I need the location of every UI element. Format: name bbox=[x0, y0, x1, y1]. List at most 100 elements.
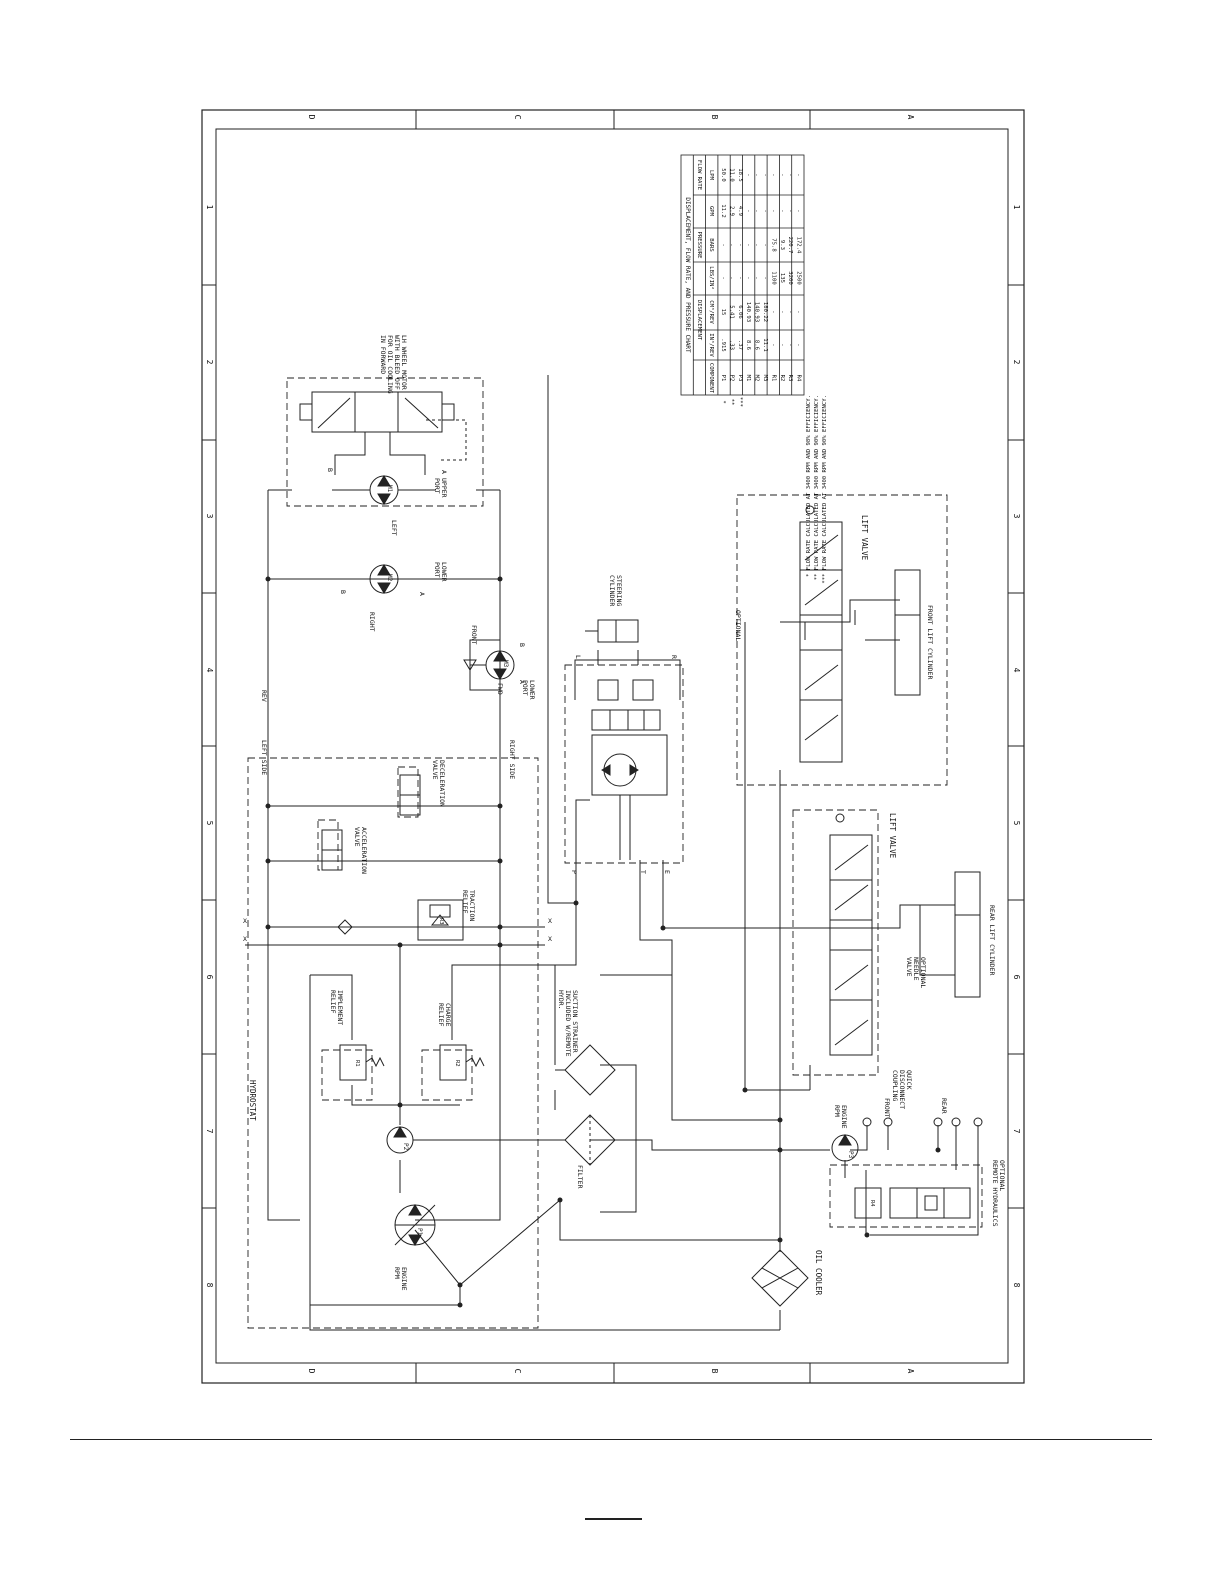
p3-label: P3 bbox=[847, 1151, 854, 1159]
steering-cylinder-label: CYLINDER bbox=[608, 575, 616, 606]
chart-cell: - bbox=[762, 276, 768, 279]
displacement-chart-text: DISPLACEMENT, FLOW RATE, AND PRESSURE CH… bbox=[684, 160, 828, 584]
zone-letter: D bbox=[307, 115, 316, 120]
chart-cell: 180.22 bbox=[762, 302, 768, 322]
optional-needle-valve-label: VALVE bbox=[905, 957, 913, 977]
chart-cell: .37 bbox=[737, 340, 743, 350]
left-side-label: LEFT SIDE bbox=[260, 740, 268, 775]
chart-cell: 75.8 bbox=[770, 238, 776, 252]
x-marker: X bbox=[243, 935, 247, 943]
zone-number: 3 bbox=[205, 514, 214, 519]
deceleration-valve-label: DECELERATION bbox=[438, 760, 446, 807]
displacement-chart bbox=[680, 154, 805, 396]
drawing-frame bbox=[201, 109, 1025, 1384]
deceleration-valve-label: VALVE bbox=[431, 760, 439, 780]
implement-relief-r1 bbox=[339, 1044, 385, 1081]
chart-cell: - bbox=[754, 243, 760, 246]
footer-rule bbox=[70, 1439, 1152, 1440]
suction-strainer-label: HYDR. bbox=[557, 990, 565, 1010]
m1-label: M1 bbox=[386, 485, 393, 493]
chart-cell: .915 bbox=[720, 338, 726, 351]
implement-relief-label: IMPLEMENT bbox=[336, 990, 344, 1025]
chart-footnote: *** FLOW RATE CALCULATED AT 3400 RPM AND… bbox=[822, 395, 828, 584]
implement-relief-label: RELIEF bbox=[329, 990, 337, 1014]
charge-relief-label: CHARGE bbox=[444, 1003, 452, 1027]
zone-number: 4 bbox=[205, 668, 214, 673]
chart-cell: - bbox=[720, 276, 726, 279]
motor-m1 bbox=[332, 475, 436, 505]
x-marker: X bbox=[243, 917, 247, 925]
p2-label: P2 bbox=[402, 1143, 409, 1151]
chart-column-header: GPM bbox=[708, 206, 714, 217]
zone-number: 5 bbox=[1012, 821, 1021, 826]
chart-title: DISPLACEMENT, FLOW RATE, AND PRESSURE CH… bbox=[684, 197, 691, 353]
steering-port-r: R bbox=[670, 655, 678, 659]
wheel-motor-note: WITH BLEED OFF bbox=[393, 335, 401, 390]
zone-letter: D bbox=[307, 1369, 316, 1374]
traction-relief bbox=[337, 899, 464, 941]
port-a: A bbox=[518, 680, 526, 684]
wheel-motor-valve bbox=[299, 391, 467, 475]
chart-cell: - bbox=[779, 310, 785, 313]
chart-cell: - bbox=[796, 173, 802, 176]
engine-rpm-label: RPM bbox=[393, 1267, 401, 1279]
zone-number: 2 bbox=[1012, 360, 1021, 365]
chart-cell: - bbox=[796, 343, 802, 346]
chart-cell: 2.9 bbox=[728, 206, 734, 216]
zone-number: 1 bbox=[205, 205, 214, 210]
optional-needle-valve-label: NEEDLE bbox=[912, 957, 920, 981]
port-b: B bbox=[518, 643, 526, 647]
traction-relief-label: RELIEF bbox=[461, 890, 469, 914]
chart-cell: - bbox=[745, 173, 751, 176]
filter-label: FILTER bbox=[576, 1165, 584, 1189]
remote-valve-r4 bbox=[854, 1187, 971, 1219]
r2-label: R2 bbox=[454, 1060, 460, 1067]
chart-cell: - bbox=[779, 209, 785, 212]
pump-p2 bbox=[386, 1126, 414, 1154]
chart-cell: P2 bbox=[728, 375, 734, 382]
chart-cell: - bbox=[762, 209, 768, 212]
optional-label: OPTIONAL bbox=[734, 610, 742, 641]
chart-cell: - bbox=[787, 310, 793, 313]
rear-remote-label: REAR bbox=[940, 1098, 948, 1114]
chart-cell: 11.0 bbox=[728, 168, 734, 181]
engine-rpm-label: RPM bbox=[833, 1105, 841, 1117]
engine-rpm-label: ENGINE bbox=[840, 1105, 848, 1129]
m2-label: M2 bbox=[386, 574, 393, 582]
zone-number: 5 bbox=[205, 821, 214, 826]
lower-port-label: PORT bbox=[521, 680, 529, 696]
suction-strainer-label: SUCTION STRAINER bbox=[571, 990, 579, 1053]
front-label: FRONT bbox=[470, 625, 478, 645]
p1-label: P1 bbox=[416, 1228, 423, 1236]
motor-m2 bbox=[369, 564, 399, 594]
lower-port-label: LOWER bbox=[528, 680, 536, 700]
chart-group-header: DISPLACEMENT bbox=[696, 300, 702, 341]
wheel-motor-note: LH WHEEL MOTOR bbox=[400, 335, 408, 390]
optional-needle-valve-label: OPTIONAL bbox=[919, 957, 927, 988]
zone-number: 6 bbox=[205, 975, 214, 980]
chart-cell: M1 bbox=[745, 375, 751, 382]
motor-m3 bbox=[463, 639, 515, 691]
rev-label: REV bbox=[260, 690, 268, 702]
rear-lift-cylinder-label: REAR LIFT CYLINDER bbox=[988, 905, 996, 976]
chart-cell: - bbox=[779, 173, 785, 176]
charge-relief-label: RELIEF bbox=[437, 1003, 445, 1027]
steering-port-t: T bbox=[639, 870, 647, 874]
chart-cell: 50.0 bbox=[720, 168, 726, 181]
chart-cell: 15 bbox=[720, 309, 726, 316]
chart-cell: 2500 bbox=[796, 271, 802, 284]
quick-disconnect-label: DISCONNECT bbox=[898, 1070, 906, 1109]
chart-cell: - bbox=[770, 310, 776, 313]
port-b: B bbox=[339, 590, 347, 594]
wheel-motor-note: FOR OIL COOLING bbox=[386, 335, 394, 394]
chart-cell: - bbox=[754, 209, 760, 212]
charge-relief-r2 bbox=[439, 1044, 485, 1081]
chart-column-header: LBS/IN² bbox=[708, 266, 715, 290]
chart-cell: - bbox=[754, 276, 760, 279]
chart-cell: - bbox=[770, 173, 776, 176]
port-b: B bbox=[326, 468, 334, 472]
chart-cell: R1 bbox=[770, 375, 776, 382]
